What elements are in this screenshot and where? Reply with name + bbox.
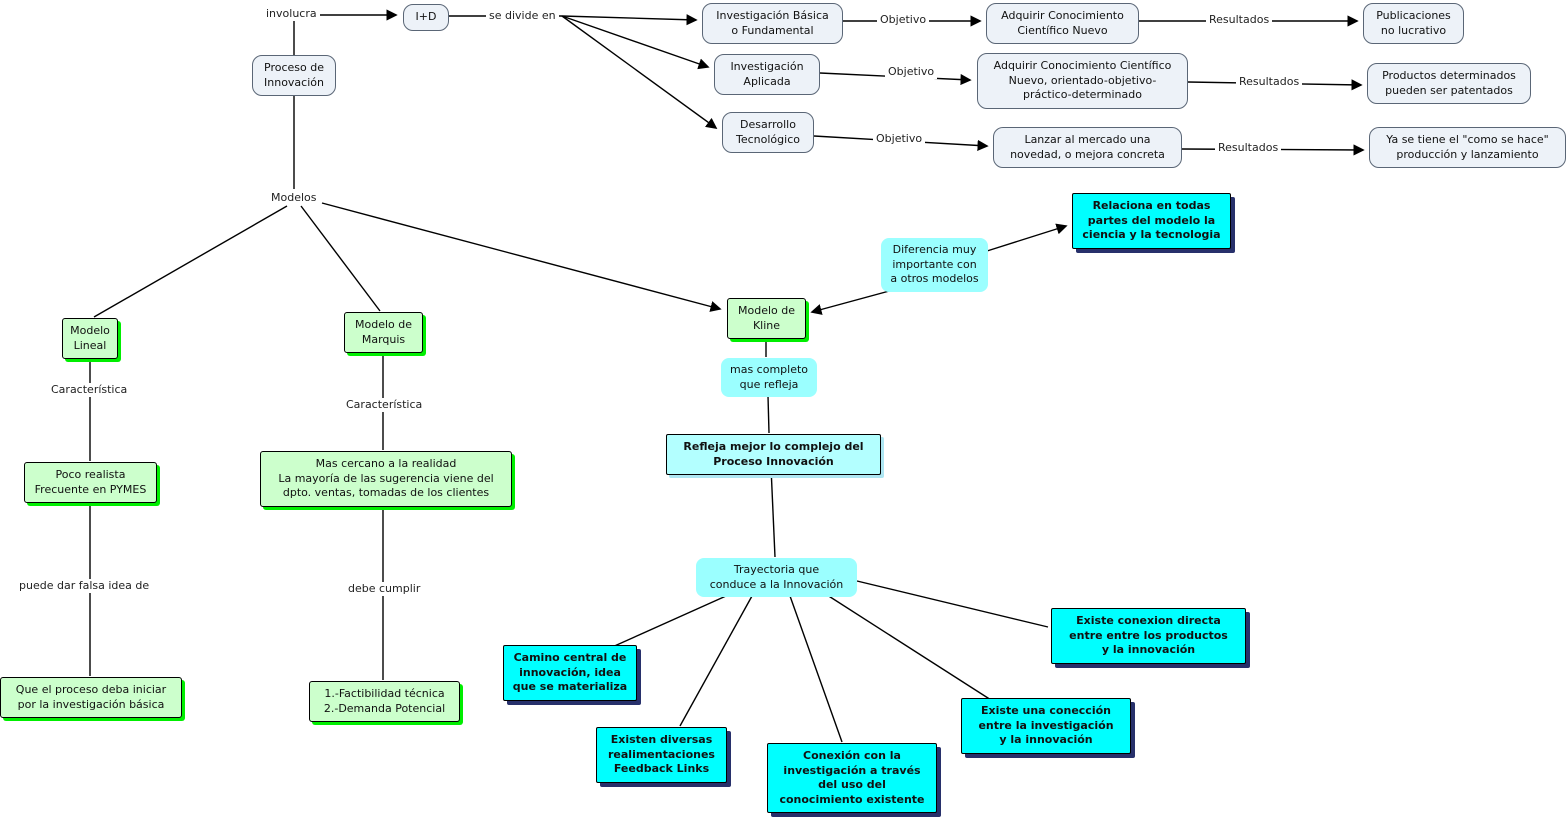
node-productos-patentados[interactable]: Productos determinados pueden ser patent… [1367,63,1531,105]
edge-label-puede-dar-falsa-idea[interactable]: puede dar falsa idea de [16,579,153,594]
node-modelo-kline[interactable]: Modelo de Kline [727,298,806,340]
node-mas-completo[interactable]: mas completo que refleja [721,358,817,398]
edge-label-objetivo-2[interactable]: Objetivo [885,65,938,80]
node-publicaciones[interactable]: Publicaciones no lucrativo [1363,3,1464,45]
node-modelo-marquis[interactable]: Modelo de Marquis [344,312,423,354]
edge-label-se-divide-en[interactable]: se divide en [486,9,559,24]
edge-label-caracteristica-1[interactable]: Característica [48,383,131,398]
connector-line [300,205,381,312]
edge-label-caracteristica-2[interactable]: Característica [343,398,426,413]
node-diferencia-importante[interactable]: Diferencia muy importante con a otros mo… [881,238,988,292]
connector-line [856,580,1049,628]
node-adquirir-conocimiento-nuevo[interactable]: Adquirir Conocimiento Científico Nuevo [986,3,1139,45]
edge-label-resultados-3[interactable]: Resultados [1215,141,1282,156]
node-coneccion-investigacion[interactable]: Existe una conección entre la investigac… [961,698,1131,754]
connector-line [93,205,288,318]
node-desarrollo-tecnologico[interactable]: Desarrollo Tecnológico [722,112,814,154]
node-proceso-innovacion[interactable]: Proceso de Innovación [252,55,336,97]
connector-line [789,595,843,743]
node-investigacion-basica[interactable]: Investigación Básica o Fundamental [702,3,843,45]
connector-line [823,592,1003,708]
connector-line [561,15,718,129]
connector-line [986,223,1068,252]
node-proceso-inicia-investigacion[interactable]: Que el proceso deba iniciar por la inves… [0,677,182,719]
node-feedback-links[interactable]: Existen diversas realimentaciones Feedba… [596,727,727,783]
edge-label-objetivo-3[interactable]: Objetivo [873,132,926,147]
node-modelo-lineal[interactable]: Modelo Lineal [62,318,118,360]
node-conexion-directa[interactable]: Existe conexion directa entre entre los … [1051,608,1246,664]
connector-line [767,395,770,434]
node-adquirir-conocimiento-orientado[interactable]: Adquirir Conocimiento Científico Nuevo, … [977,53,1188,109]
connector-line [810,289,894,315]
connector-line [561,15,710,70]
edge-label-objetivo-1[interactable]: Objetivo [877,13,930,28]
edge-label-debe-cumplir[interactable]: debe cumplir [345,582,424,597]
node-ya-se-tiene[interactable]: Ya se tiene el "como se hace" producción… [1369,127,1566,169]
node-refleja-mejor[interactable]: Refleja mejor lo complejo del Proceso In… [666,434,881,476]
node-i-d[interactable]: I+D [403,4,449,31]
node-poco-realista[interactable]: Poco realista Frecuente en PYMES [24,462,157,504]
node-investigacion-aplicada[interactable]: Investigación Aplicada [714,54,820,96]
edge-label-modelos[interactable]: Modelos [268,191,320,206]
connector-line [561,14,698,26]
node-mas-cercano-realidad[interactable]: Mas cercano a la realidad La mayoría de … [260,451,512,507]
node-lanzar-mercado[interactable]: Lanzar al mercado una novedad, o mejora … [993,127,1182,169]
connector-line [321,202,722,312]
edge-label-resultados-1[interactable]: Resultados [1206,13,1273,28]
connector-line [770,466,776,558]
node-relaciona-ciencia-tecnologia[interactable]: Relaciona en todas partes del modelo la … [1072,193,1231,249]
node-trayectoria-innovacion[interactable]: Trayectoria que conduce a la Innovación [696,558,857,598]
edge-label-resultados-2[interactable]: Resultados [1236,75,1303,90]
node-conexion-conocimiento[interactable]: Conexión con la investigación a través d… [767,743,937,814]
node-factibilidad-demanda[interactable]: 1.-Factibilidad técnica 2.-Demanda Poten… [309,681,460,723]
connector-line [609,595,727,649]
edge-label-involucra[interactable]: involucra [263,7,320,22]
connector-line [679,595,753,727]
node-camino-central[interactable]: Camino central de innovación, idea que s… [503,645,637,701]
